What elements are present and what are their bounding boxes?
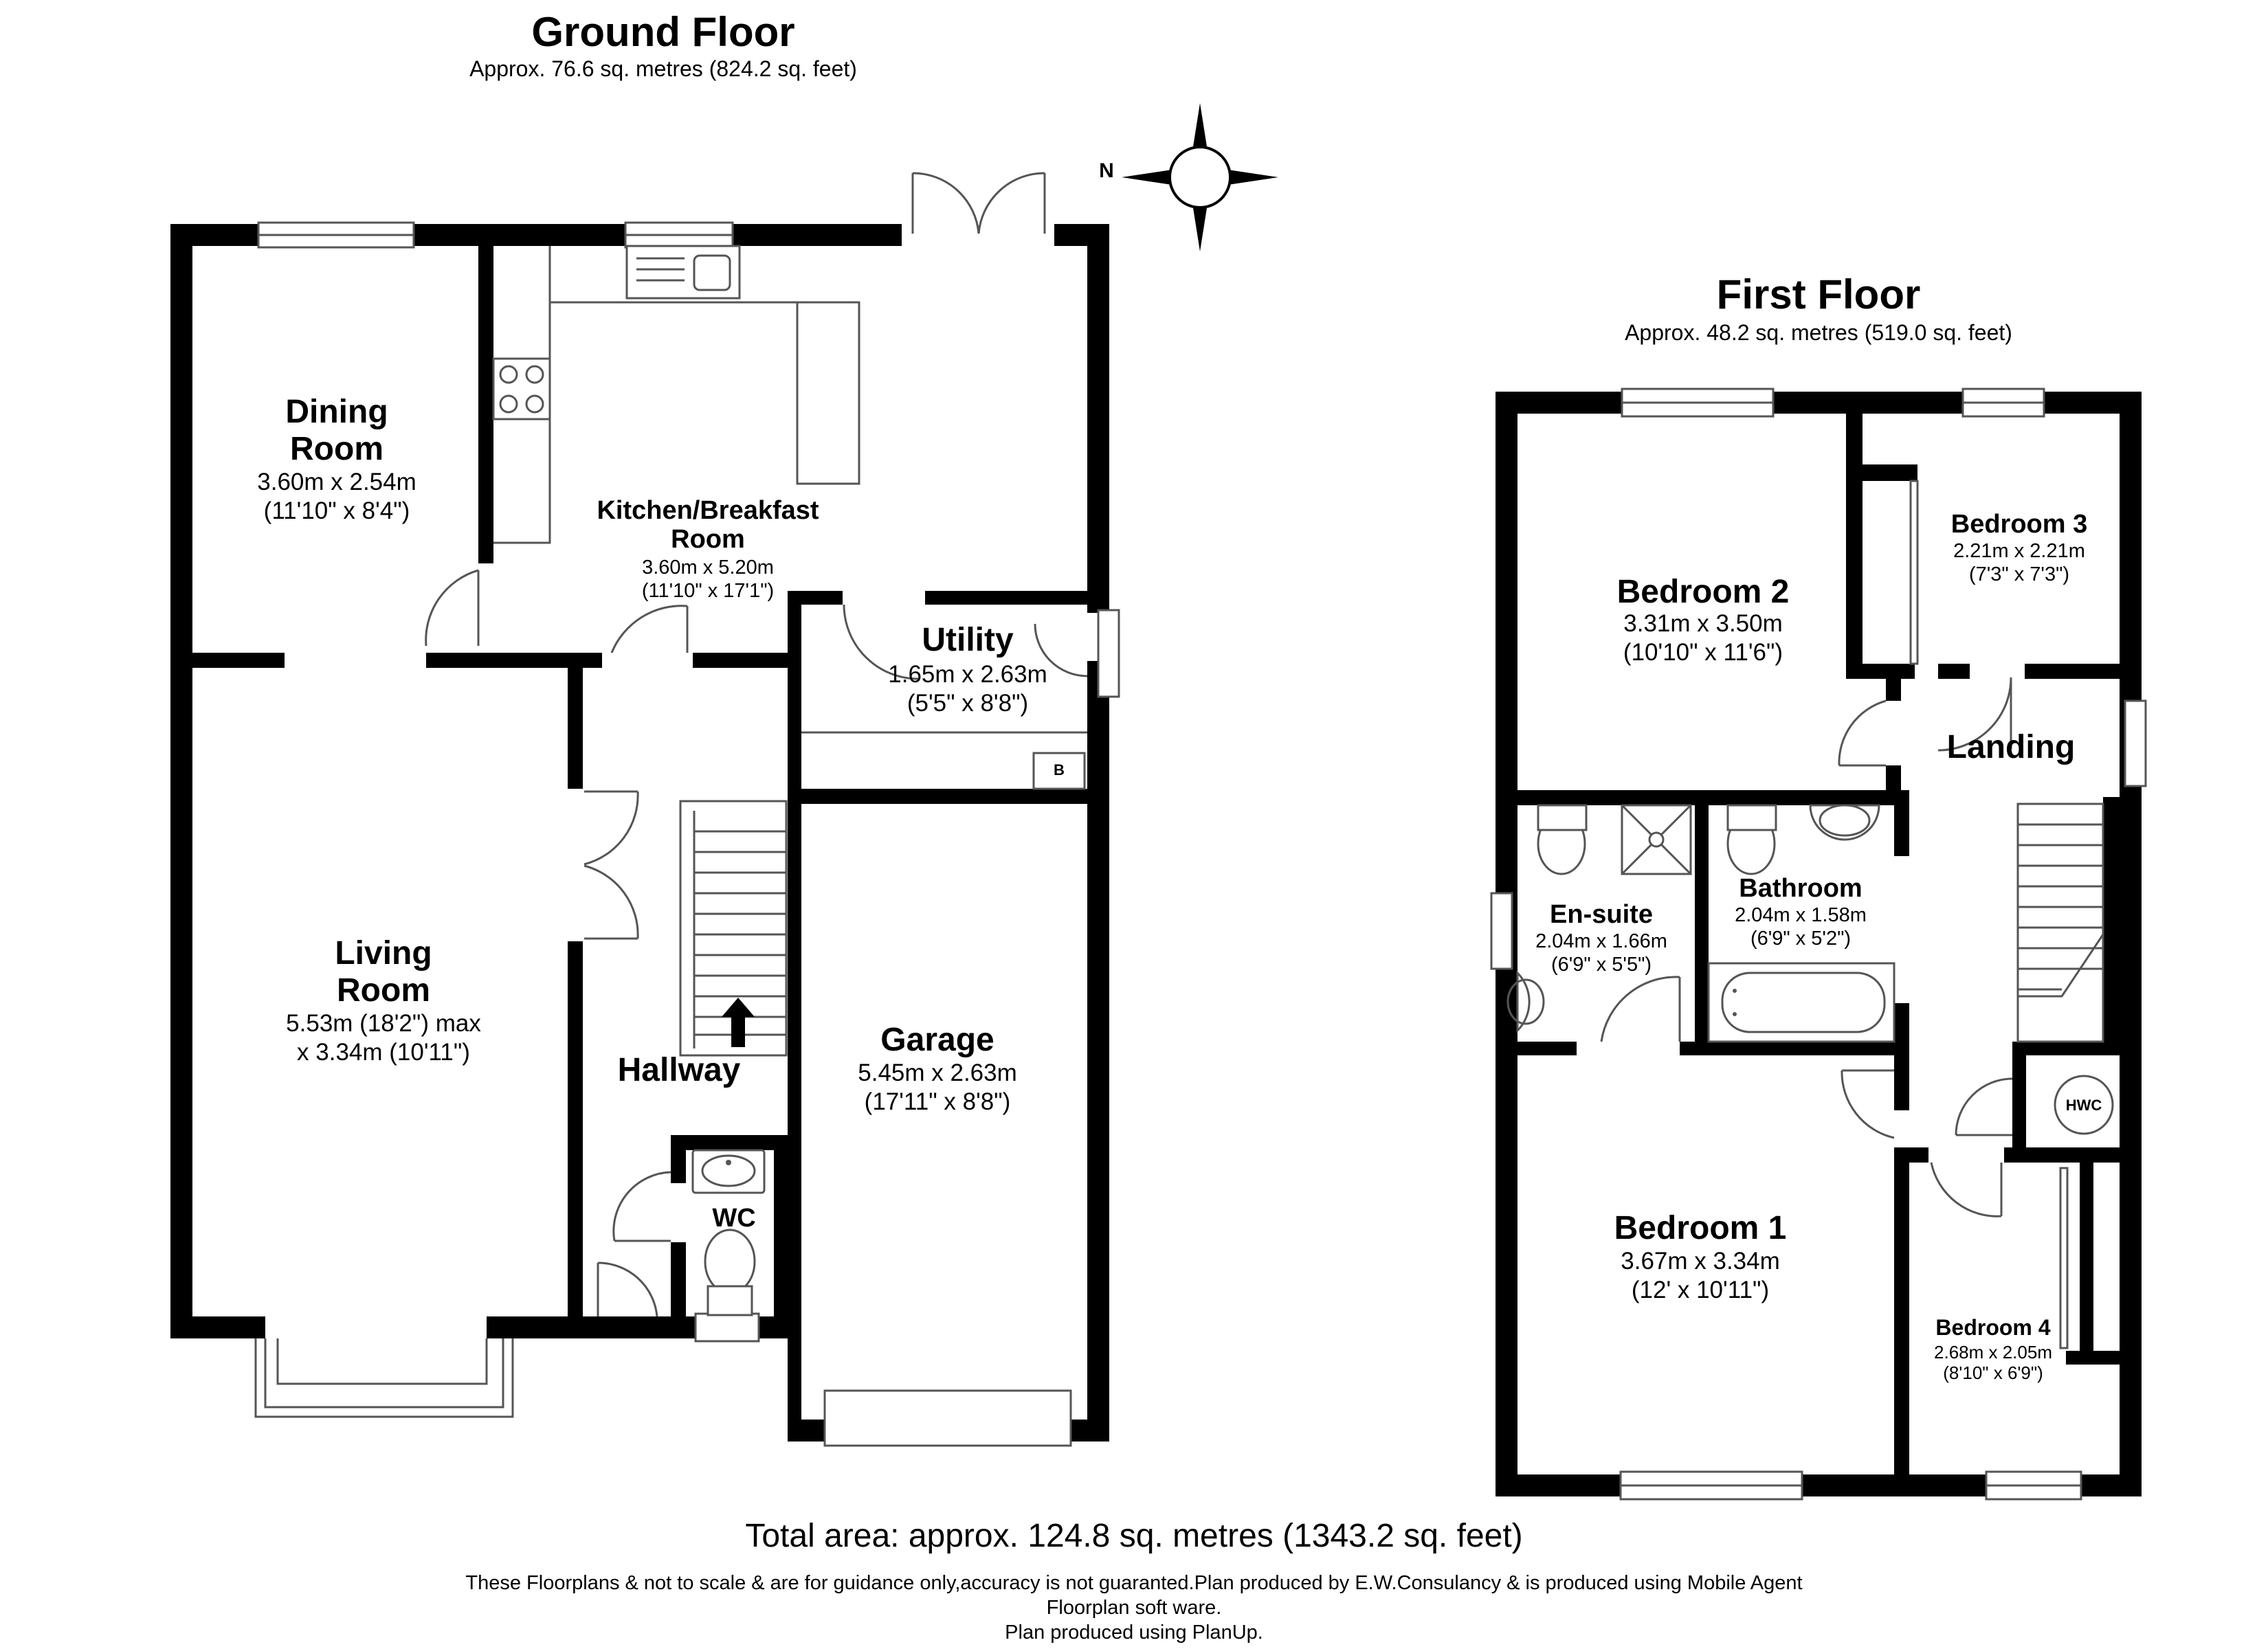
boiler-label: B bbox=[1054, 761, 1065, 778]
kitchen-room-name-1: Kitchen/Breakfast bbox=[597, 496, 819, 525]
utility-room-name: Utility bbox=[922, 622, 1014, 658]
first-floor-fixtures bbox=[1507, 803, 2114, 1135]
ground-floor-area: Approx. 76.6 sq. metres (824.2 sq. feet) bbox=[469, 56, 857, 81]
disclaimer-line-2: Floorplan soft ware. bbox=[1046, 1597, 1222, 1619]
compass-north-label: N bbox=[1099, 159, 1114, 182]
kitchen-room-dim-imperial: (11'10" x 17'1") bbox=[641, 580, 775, 602]
bedroom-4-name: Bedroom 4 bbox=[1935, 1315, 2051, 1340]
en-suite-name: En-suite bbox=[1550, 900, 1653, 929]
utility-room-dim-metric: 1.65m x 2.63m bbox=[888, 661, 1047, 688]
ground-floor-doors bbox=[425, 172, 1088, 1317]
living-room-dim-1: 5.53m (18'2") max bbox=[286, 1010, 481, 1037]
first-floor-windows bbox=[1490, 388, 2147, 1501]
dining-room-name-2: Room bbox=[290, 431, 383, 467]
hallway-name: Hallway bbox=[617, 1052, 741, 1088]
total-area: Total area: approx. 124.8 sq. metres (13… bbox=[745, 1518, 1523, 1554]
bedroom-4-dim-imperial: (8'10" x 6'9") bbox=[1943, 1362, 2043, 1383]
living-room-name-2: Room bbox=[337, 972, 430, 1009]
bedroom-3-name: Bedroom 3 bbox=[1950, 510, 2088, 539]
wc-name: WC bbox=[712, 1204, 756, 1233]
utility-room-dim-imperial: (5'5" x 8'8") bbox=[907, 690, 1029, 717]
ground-floor-title: Ground Floor bbox=[531, 9, 795, 55]
bathroom-dim-metric: 2.04m x 1.58m bbox=[1735, 904, 1867, 926]
ground-floor-walls bbox=[170, 224, 1109, 1442]
dining-room-name-1: Dining bbox=[285, 394, 388, 430]
living-room-name-1: Living bbox=[335, 935, 432, 972]
kitchen-room-name-2: Room bbox=[671, 525, 745, 554]
bedroom-1-dim-metric: 3.67m x 3.34m bbox=[1621, 1248, 1780, 1275]
bedroom-1-dim-imperial: (12' x 10'11") bbox=[1631, 1277, 1770, 1303]
bedroom-3-dim-metric: 2.21m x 2.21m bbox=[1953, 540, 2085, 562]
hwc-label: HWC bbox=[2065, 1097, 2102, 1114]
bedroom-4-dim-metric: 2.68m x 2.05m bbox=[1934, 1342, 2052, 1362]
disclaimer-line-1: These Floorplans & not to scale & are fo… bbox=[465, 1572, 1803, 1594]
disclaimer-line-3: Plan produced using PlanUp. bbox=[1005, 1622, 1263, 1644]
en-suite-dim-metric: 2.04m x 1.66m bbox=[1535, 930, 1667, 952]
garage-dim-imperial: (17'11" x 8'8") bbox=[864, 1088, 1011, 1115]
ground-floor-fixtures bbox=[492, 245, 1087, 1316]
bedroom-2-name: Bedroom 2 bbox=[1616, 574, 1790, 610]
bedroom-2-dim-imperial: (10'10" x 11'6") bbox=[1623, 639, 1783, 666]
ground-floor-windows bbox=[254, 221, 1120, 1447]
kitchen-room-dim-metric: 3.60m x 5.20m bbox=[642, 557, 774, 579]
landing-stair-treads bbox=[2018, 823, 2103, 991]
first-floor-area: Approx. 48.2 sq. metres (519.0 sq. feet) bbox=[1625, 320, 2012, 345]
compass-rose bbox=[1122, 103, 1278, 251]
bedroom-2-dim-metric: 3.31m x 3.50m bbox=[1623, 610, 1783, 637]
dining-room-dim-imperial: (11'10" x 8'4") bbox=[263, 497, 410, 524]
stairs-up-arrow-icon bbox=[722, 998, 755, 1047]
first-floor-title: First Floor bbox=[1716, 271, 1921, 317]
bedroom-3-dim-imperial: (7'3" x 7'3") bbox=[1968, 563, 2070, 585]
living-room-dim-2: x 3.34m (10'11") bbox=[297, 1039, 470, 1066]
bathroom-dim-imperial: (6'9" x 5'2") bbox=[1750, 928, 1852, 950]
dining-room-dim-metric: 3.60m x 2.54m bbox=[257, 469, 416, 495]
garage-dim-metric: 5.45m x 2.63m bbox=[858, 1059, 1017, 1086]
bathroom-name: Bathroom bbox=[1739, 874, 1863, 903]
first-floor-doors bbox=[1600, 480, 2069, 1349]
bedroom-1-name: Bedroom 1 bbox=[1614, 1210, 1787, 1246]
landing-name: Landing bbox=[1946, 729, 2076, 765]
en-suite-dim-imperial: (6'9" x 5'5") bbox=[1550, 954, 1652, 976]
garage-name: Garage bbox=[880, 1022, 994, 1058]
